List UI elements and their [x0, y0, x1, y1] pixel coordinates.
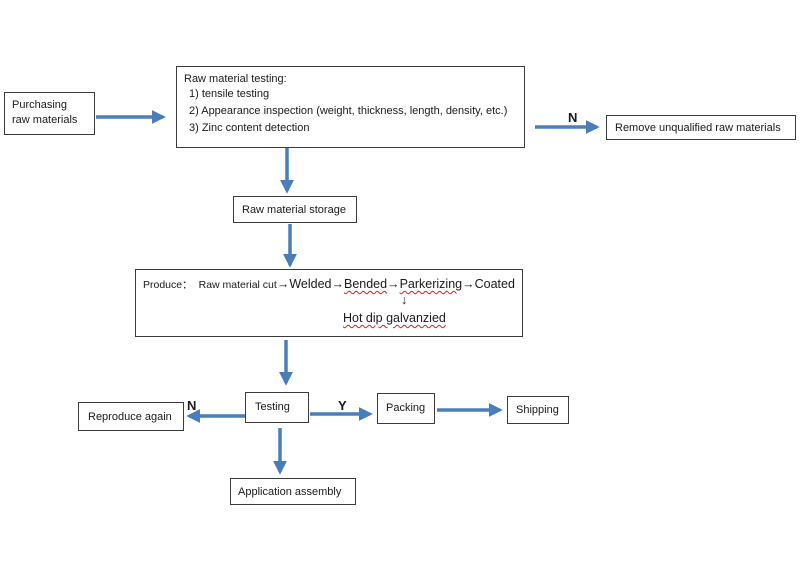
application-assembly-box: Application assembly	[230, 478, 356, 505]
remove-unqualified-box: Remove unqualified raw materials	[606, 115, 796, 140]
produce-step-cut: Raw material cut	[198, 279, 277, 291]
produce-arrow-3: →	[387, 277, 400, 291]
purchasing-line-2: raw materials	[12, 114, 78, 126]
label-y: Y	[338, 398, 347, 413]
purchasing-line-1: Purchasing	[12, 99, 68, 111]
produce-step-welded: Welded	[289, 277, 332, 291]
assembly-label: Application assembly	[238, 486, 342, 498]
reproduce-again-box: Reproduce again	[78, 402, 184, 431]
produce-step-parkerizing: Parkerizing	[399, 277, 463, 291]
reproduce-label: Reproduce again	[88, 411, 172, 423]
produce-arrow-4: →	[462, 277, 475, 291]
testing-label: Testing	[255, 401, 290, 413]
storage-label: Raw material storage	[242, 204, 346, 216]
produce-label: Produce：	[143, 279, 193, 291]
label-n-top: N	[568, 110, 578, 125]
raw-testing-item-2: 2) Appearance inspection (weight, thickn…	[189, 105, 508, 117]
produce-galvanzied: Hot dip galvanzied	[343, 311, 446, 325]
raw-testing-item-3: 3) Zinc content detection	[189, 122, 310, 134]
remove-unqualified-label: Remove unqualified raw materials	[615, 122, 781, 134]
packing-box: Packing	[377, 393, 435, 424]
raw-material-testing-box: Raw material testing: 1) tensile testing…	[176, 66, 525, 148]
testing-box: Testing	[245, 392, 309, 423]
raw-material-storage-box: Raw material storage	[233, 196, 357, 223]
produce-arrow-2: →	[331, 277, 344, 291]
raw-testing-item-1: 1) tensile testing	[189, 88, 270, 100]
produce-steps-row: Produce：Raw material cut→Welded→Bended→P…	[143, 276, 515, 293]
produce-step-coated: Coated	[474, 277, 515, 291]
shipping-label: Shipping	[516, 404, 559, 416]
label-n-bottom: N	[187, 398, 197, 413]
purchasing-raw-materials-box: Purchasing raw materials	[4, 92, 95, 135]
raw-testing-title: Raw material testing:	[184, 73, 287, 85]
produce-step-bended: Bended	[343, 277, 388, 291]
produce-hot-dip: Hot dip galvanzied	[343, 310, 446, 326]
produce-down-arrow: ↓	[401, 293, 408, 307]
shipping-box: Shipping	[507, 396, 569, 424]
packing-label: Packing	[386, 402, 426, 414]
produce-arrow-1: →	[276, 277, 290, 291]
produce-box: Produce：Raw material cut→Welded→Bended→P…	[135, 269, 523, 337]
